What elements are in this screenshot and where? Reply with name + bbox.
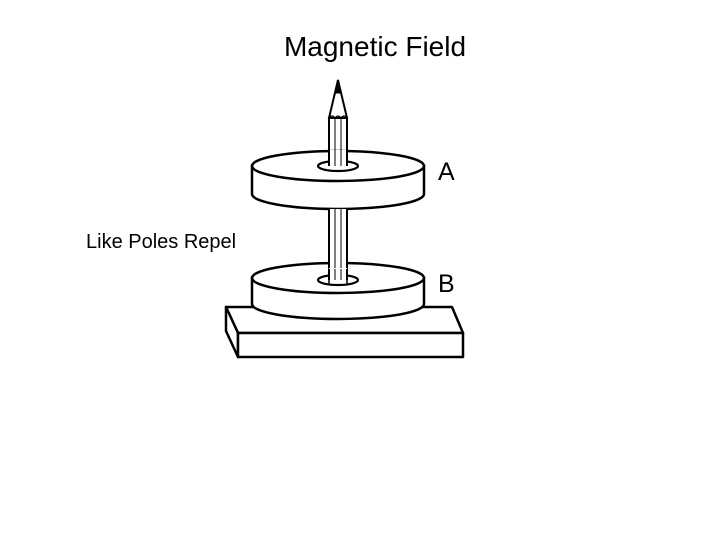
- pencil-shaft-gap: [328, 209, 348, 269]
- label-b: B: [438, 270, 455, 298]
- magnet-b: [250, 230, 426, 321]
- label-a: A: [438, 158, 455, 186]
- magnet-a: [250, 118, 426, 211]
- diagram-caption: Like Poles Repel: [86, 231, 237, 253]
- page-title: Magnetic Field: [283, 31, 467, 62]
